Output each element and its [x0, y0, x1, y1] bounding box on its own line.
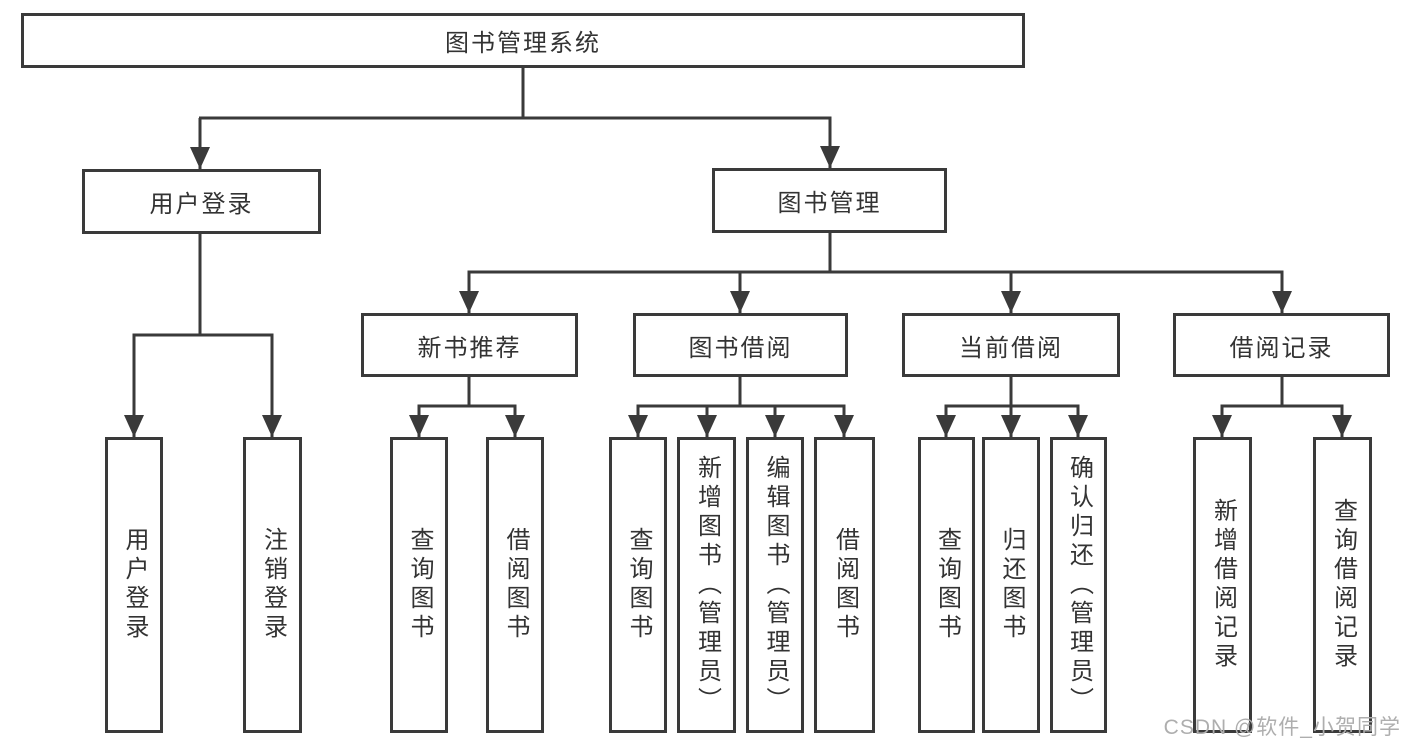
leaf-logout-login-label: 注销登录	[259, 527, 287, 643]
leaf-return-books: 归还图书	[982, 437, 1040, 733]
leaf-confirm-return-admin-label: 确认归还（管理员）	[1065, 454, 1093, 716]
node-borrow-records-label: 借阅记录	[1229, 334, 1334, 362]
node-current-borrow: 当前借阅	[902, 313, 1120, 377]
leaf-logout-login: 注销登录	[243, 437, 302, 733]
leaf-query-books-current-label: 查询图书	[933, 527, 961, 643]
leaf-query-books-rec-label: 查询图书	[406, 527, 433, 643]
connector-user-login-to-leaves	[124, 233, 282, 437]
node-root-label: 图书管理系统	[445, 30, 601, 57]
node-root-system: 图书管理系统	[21, 13, 1025, 68]
connector-book-management-to-level3	[459, 232, 1292, 313]
connector-current-borrow-to-leaves	[936, 376, 1088, 437]
node-user-login-label: 用户登录	[149, 191, 254, 218]
leaf-edit-books-admin: 编辑图书（管理员）	[746, 437, 804, 733]
node-book-management: 图书管理	[712, 168, 947, 233]
connector-root-to-level2	[190, 67, 840, 169]
connector-new-book-rec-to-leaves	[409, 376, 525, 437]
leaf-query-borrow-record-label: 查询借阅记录	[1329, 498, 1357, 672]
leaf-query-books-borrow: 查询图书	[609, 437, 667, 733]
leaf-confirm-return-admin: 确认归还（管理员）	[1050, 437, 1107, 733]
leaf-borrow-books-rec-label: 借阅图书	[502, 527, 529, 643]
leaf-add-books-admin: 新增图书（管理员）	[677, 437, 736, 733]
leaf-borrow-books: 借阅图书	[814, 437, 875, 733]
connector-borrow-records-to-leaves	[1212, 376, 1352, 437]
leaf-query-books-current: 查询图书	[918, 437, 975, 733]
node-book-borrow-label: 图书借阅	[688, 334, 793, 362]
leaf-borrow-books-rec: 借阅图书	[486, 437, 544, 733]
node-borrow-records: 借阅记录	[1173, 313, 1390, 377]
node-book-borrow: 图书借阅	[633, 313, 848, 377]
leaf-add-books-admin-label: 新增图书（管理员）	[693, 454, 721, 716]
leaf-user-login: 用户登录	[105, 437, 163, 733]
leaf-query-books-borrow-label: 查询图书	[625, 527, 652, 643]
node-current-borrow-label: 当前借阅	[959, 334, 1063, 362]
leaf-edit-books-admin-label: 编辑图书（管理员）	[762, 454, 789, 716]
csdn-watermark: CSDN @软件_小贺同学	[1163, 716, 1401, 739]
leaf-query-books-rec: 查询图书	[390, 437, 448, 733]
connector-book-borrow-to-leaves	[628, 376, 854, 437]
node-new-book-recommend-label: 新书推荐	[417, 334, 522, 362]
leaf-add-borrow-record: 新增借阅记录	[1193, 437, 1252, 733]
leaf-query-borrow-record: 查询借阅记录	[1313, 437, 1372, 733]
node-user-login: 用户登录	[82, 169, 321, 234]
leaf-borrow-books-label: 借阅图书	[831, 527, 859, 643]
leaf-return-books-label: 归还图书	[998, 527, 1025, 643]
node-new-book-recommend: 新书推荐	[361, 313, 578, 377]
node-book-management-label: 图书管理	[777, 190, 882, 217]
leaf-user-login-label: 用户登录	[121, 527, 148, 643]
leaf-add-borrow-record-label: 新增借阅记录	[1209, 498, 1237, 672]
